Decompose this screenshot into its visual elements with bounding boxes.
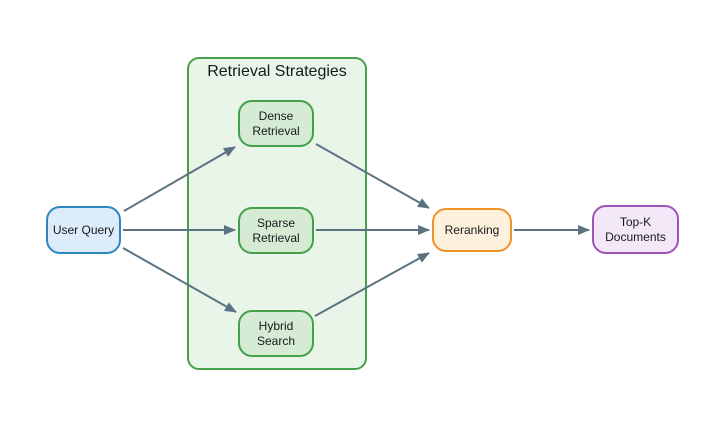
node-label: Hybrid Search <box>256 318 296 348</box>
group-title: Retrieval Strategies <box>207 63 347 80</box>
node-label: Top-K Documents <box>605 214 666 244</box>
node-user-query: User Query <box>46 206 121 254</box>
node-label: Dense Retrieval <box>252 108 300 138</box>
node-label: Reranking <box>444 222 500 237</box>
node-label: Sparse Retrieval <box>252 215 300 245</box>
node-dense-retrieval: Dense Retrieval <box>238 100 314 147</box>
node-reranking: Reranking <box>432 208 512 252</box>
node-hybrid-search: Hybrid Search <box>238 310 314 357</box>
node-top-k-documents: Top-K Documents <box>592 205 679 254</box>
node-label: User Query <box>52 222 115 237</box>
node-sparse-retrieval: Sparse Retrieval <box>238 207 314 254</box>
